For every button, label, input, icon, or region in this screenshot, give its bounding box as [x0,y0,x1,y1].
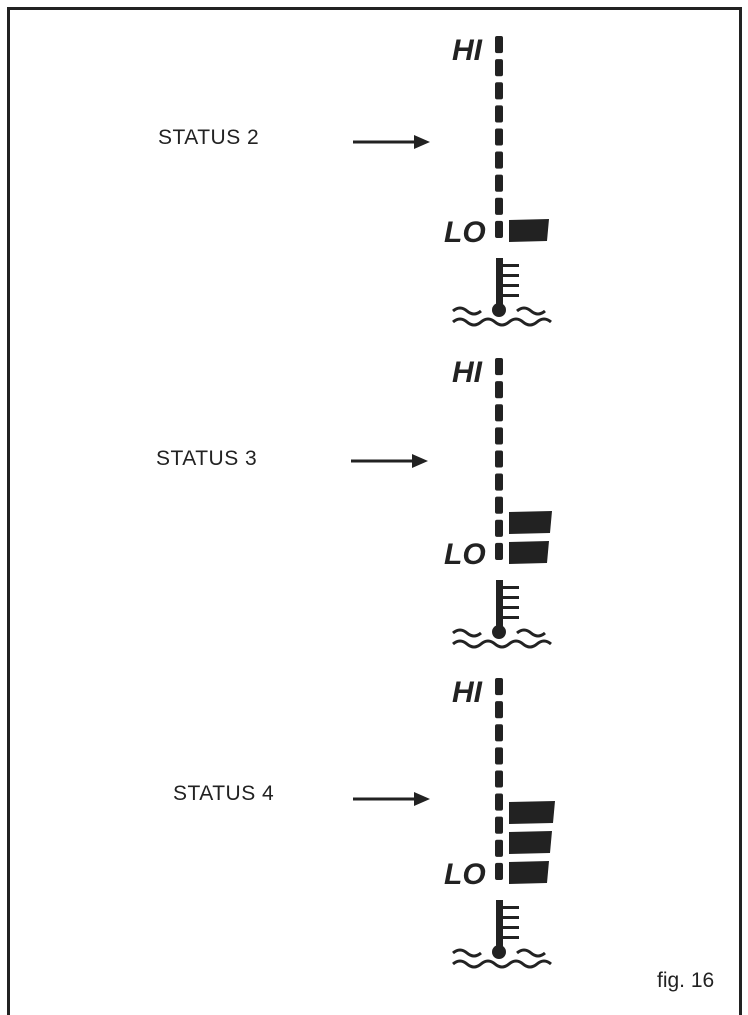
gauge-segment [495,105,503,123]
gauge-hi-label: HI [452,356,483,389]
arrow-right-icon [353,135,430,149]
gauge-segment [495,197,503,215]
gauge-segment [495,174,503,192]
coolant-temperature-icon [452,580,552,649]
gauge-segment [495,404,503,422]
gauge-segment [495,82,503,100]
gauge-segment [495,496,503,514]
gauge-segment [495,862,503,880]
arrow-right-icon [351,454,428,468]
gauge-hi-label: HI [452,34,483,67]
gauge-segment [495,770,503,788]
coolant-temperature-icon [452,900,552,969]
status-label: STATUS 4 [173,782,275,805]
status-panel-2: STATUS 2 HI LO [0,28,748,358]
gauge-segment [495,473,503,491]
gauge-lit-bar [509,831,552,854]
gauge-segment [495,59,503,77]
gauge-segment [495,839,503,857]
gauge-segment [495,793,503,811]
gauge-segment [495,701,503,719]
gauge-lit-bar [509,801,555,824]
gauge-lo-label: LO [444,538,486,571]
gauge-lo-label: LO [444,858,486,891]
gauge-segment [495,747,503,765]
gauge-bars [509,219,549,242]
temperature-gauge: HI LO [444,676,555,969]
temperature-gauge: HI LO [444,34,552,327]
gauge-segment [495,128,503,146]
figure-frame [7,7,742,1015]
gauge-segment [495,450,503,468]
coolant-temperature-icon [452,258,552,327]
gauge-segments [495,358,503,560]
gauge-lit-bar [509,541,549,564]
gauge-lit-bar [509,219,549,242]
gauge-segment [495,542,503,560]
gauge-segment [495,678,503,696]
status-label: STATUS 2 [158,126,260,149]
gauge-segments [495,36,503,238]
figure-label: fig. 16 [657,969,715,992]
gauge-segments [495,678,503,880]
gauge-segment [495,724,503,742]
status-panel-3: STATUS 3 HI LO [0,350,748,680]
gauge-segment [495,220,503,238]
gauge-segment [495,816,503,834]
gauge-lit-bar [509,511,552,534]
status-panel-4: STATUS 4 HI LO [0,670,748,1000]
gauge-segment [495,519,503,537]
gauge-bars [509,511,552,564]
gauge-segment [495,381,503,399]
gauge-segment [495,427,503,445]
arrow-right-icon [353,792,430,806]
gauge-hi-label: HI [452,676,483,709]
gauge-lo-label: LO [444,216,486,249]
gauge-segment [495,151,503,169]
gauge-segment [495,358,503,376]
gauge-segment [495,36,503,54]
gauge-bars [509,801,555,884]
temperature-gauge: HI LO [444,356,552,649]
gauge-lit-bar [509,861,549,884]
status-label: STATUS 3 [156,447,258,470]
